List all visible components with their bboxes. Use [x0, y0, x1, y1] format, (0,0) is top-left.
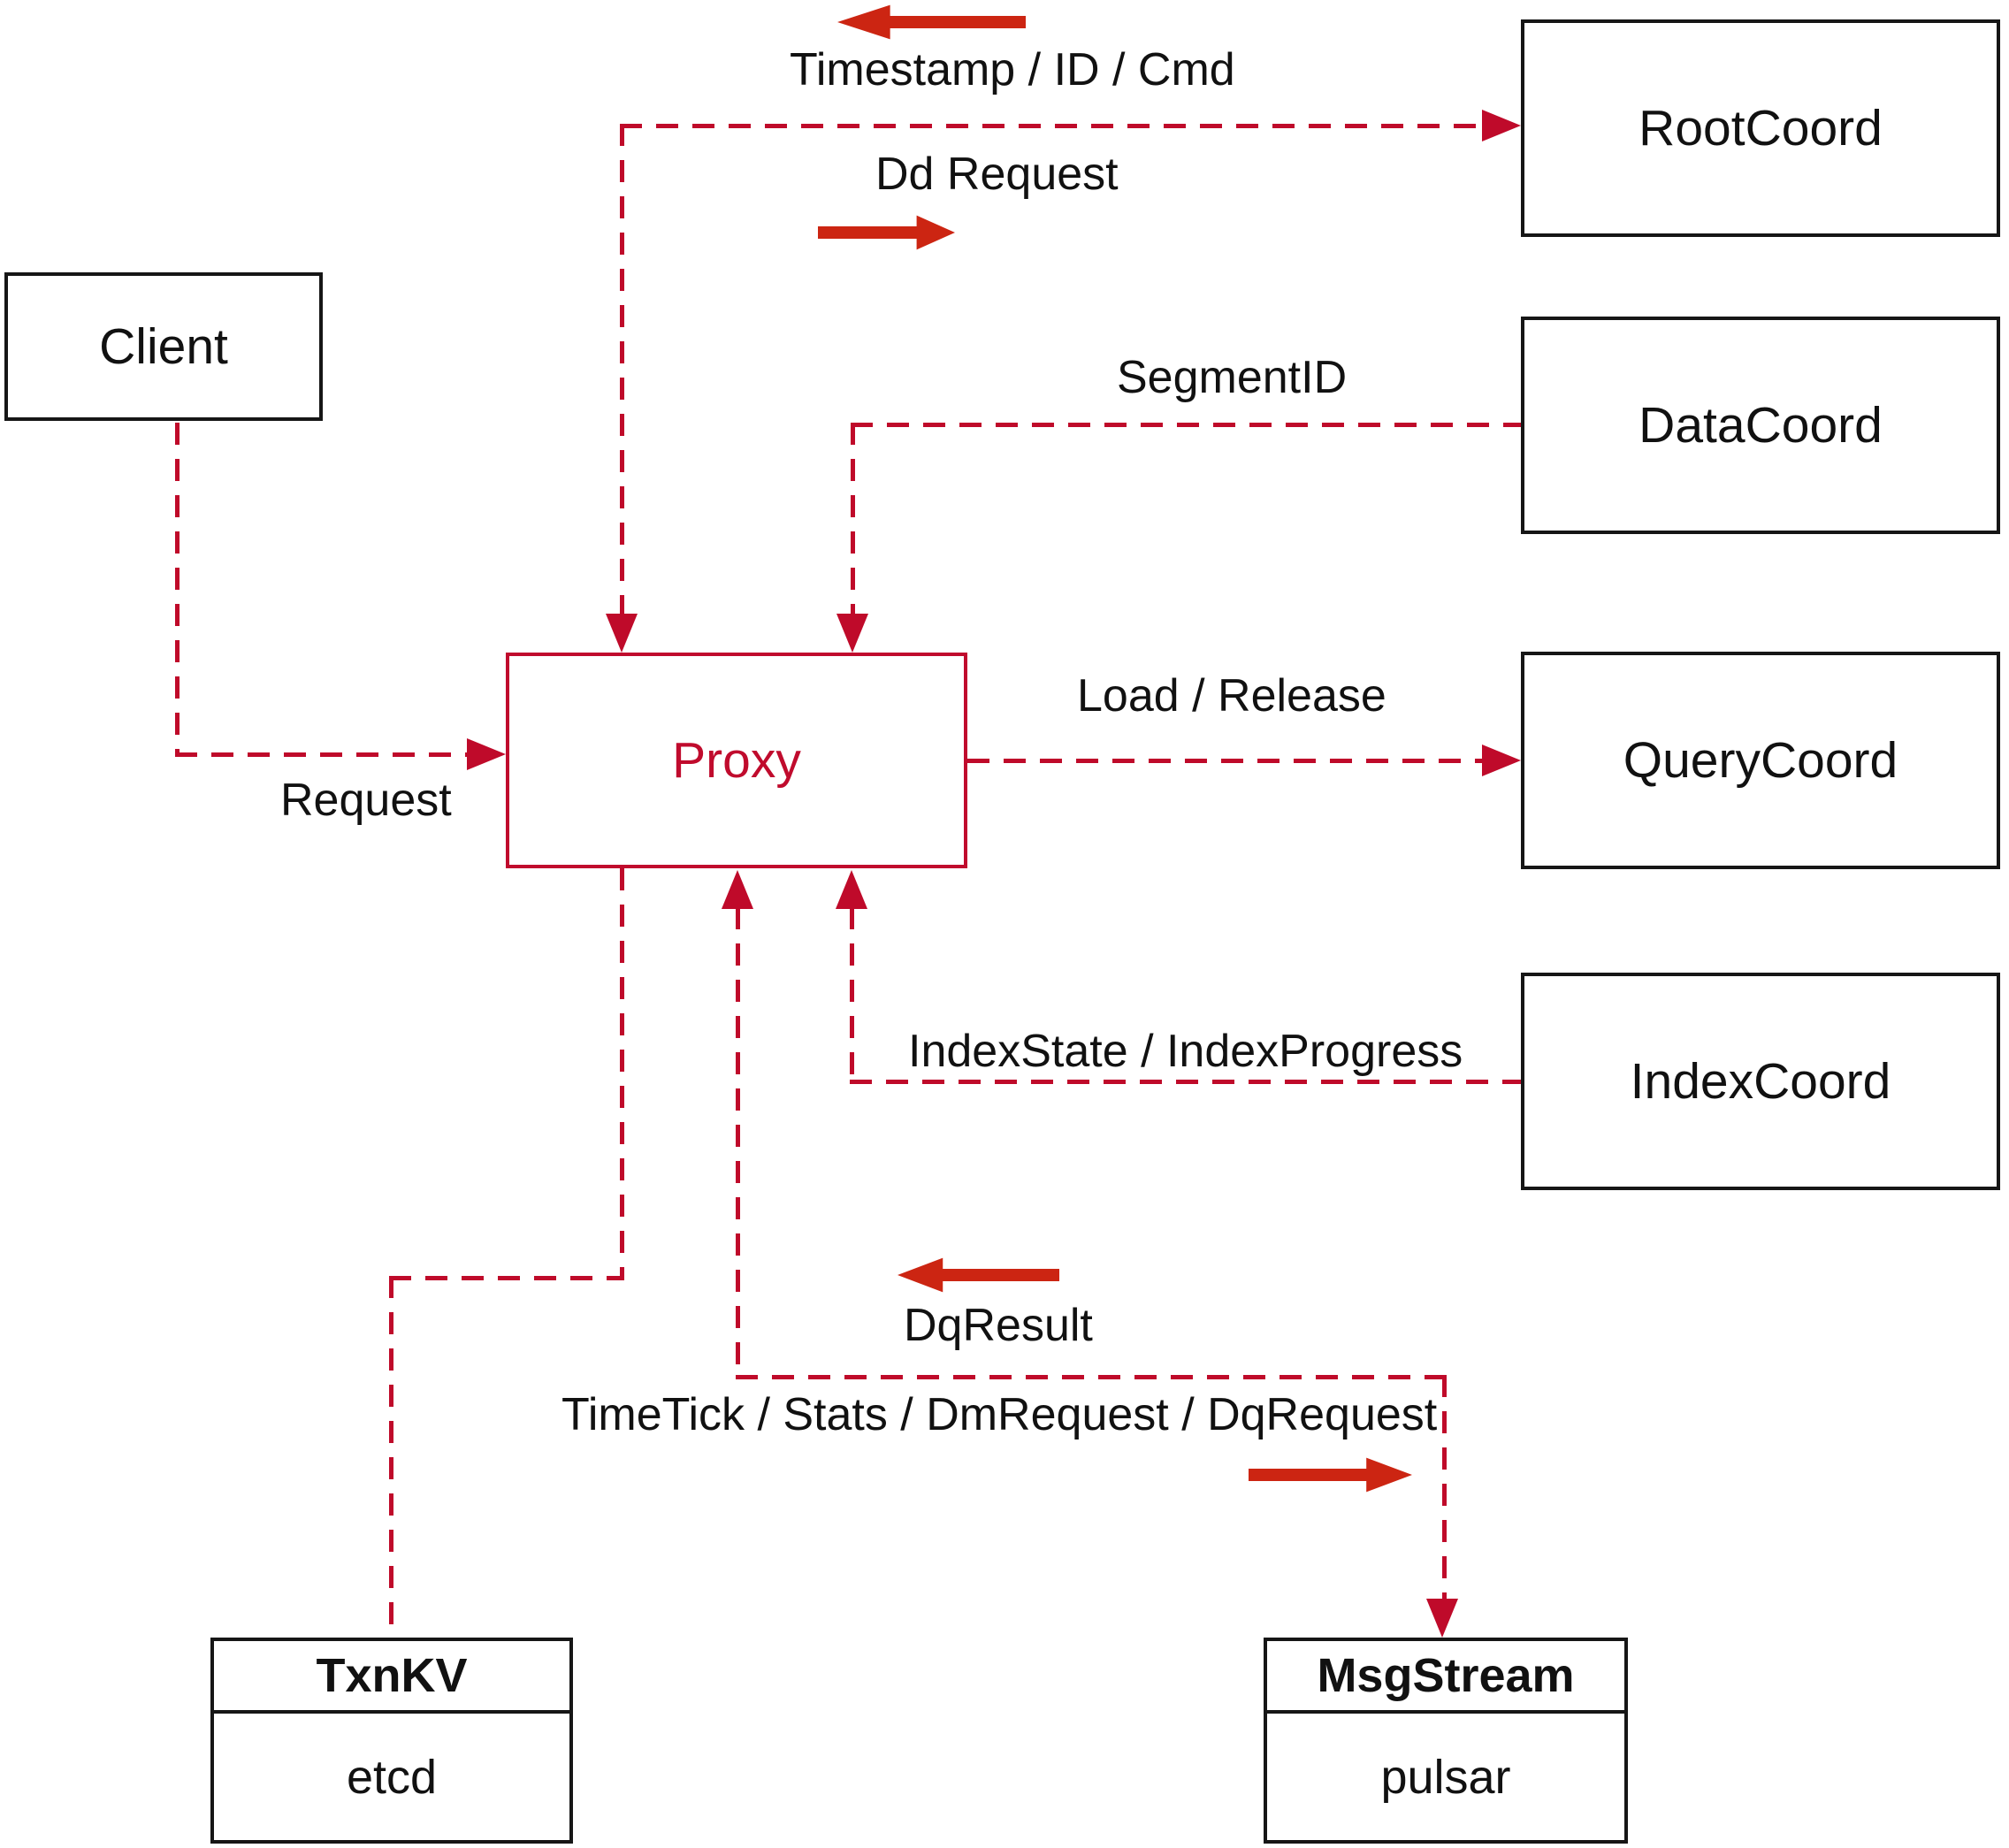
txnkv-impl: etcd — [346, 1750, 438, 1804]
dd-request-direction-arrow-icon — [818, 215, 955, 250]
edge-proxy-txnkv-vertical-upper — [620, 868, 624, 1280]
time-tick-direction-arrow-icon — [1249, 1457, 1412, 1493]
timestamp-direction-arrow-icon — [837, 4, 1026, 40]
querycoord-node: QueryCoord — [1521, 652, 2000, 869]
edge-proxy-rootcoord-vertical — [620, 124, 624, 615]
request-label: Request — [280, 775, 452, 826]
dq-result-label: DqResult — [904, 1300, 1093, 1351]
edge-proxy-msgstream-vertical-upper — [736, 907, 740, 1378]
arrowhead-into-proxy-left-icon — [467, 738, 506, 770]
querycoord-label: QueryCoord — [1623, 732, 1898, 789]
arrowhead-into-querycoord-icon — [1482, 745, 1521, 776]
rootcoord-label: RootCoord — [1639, 100, 1883, 157]
timestamp-label: Timestamp / ID / Cmd — [790, 44, 1235, 95]
load-release-label: Load / Release — [1077, 670, 1386, 722]
msgstream-node: MsgStream pulsar — [1264, 1638, 1628, 1844]
edge-proxy-rootcoord-horizontal — [620, 124, 1484, 128]
arrowhead-into-proxy-top-left-icon — [606, 614, 638, 653]
datacoord-label: DataCoord — [1639, 397, 1883, 454]
txnkv-node: TxnKV etcd — [210, 1638, 573, 1844]
dd-request-label: Dd Request — [875, 149, 1119, 200]
client-label: Client — [99, 318, 228, 375]
edge-datacoord-proxy-horizontal — [851, 423, 1521, 427]
index-state-label: IndexState / IndexProgress — [908, 1026, 1463, 1077]
client-node: Client — [4, 272, 323, 421]
datacoord-node: DataCoord — [1521, 317, 2000, 534]
msgstream-title: MsgStream — [1267, 1641, 1624, 1714]
indexcoord-label: IndexCoord — [1630, 1053, 1891, 1110]
arrowhead-into-proxy-top-right-icon — [836, 614, 868, 653]
msgstream-impl: pulsar — [1380, 1750, 1511, 1804]
arrowhead-into-rootcoord-icon — [1482, 110, 1521, 141]
txnkv-title: TxnKV — [214, 1641, 569, 1714]
edge-datacoord-proxy-vertical — [851, 423, 855, 615]
arrowhead-into-msgstream-icon — [1426, 1599, 1458, 1638]
proxy-label: Proxy — [672, 732, 801, 789]
indexcoord-node: IndexCoord — [1521, 973, 2000, 1190]
edge-indexcoord-proxy-vertical — [850, 907, 854, 1081]
dq-result-direction-arrow-icon — [898, 1257, 1059, 1293]
proxy-node: Proxy — [506, 653, 967, 868]
edge-indexcoord-proxy-horizontal — [850, 1080, 1521, 1084]
time-tick-label: TimeTick / Stats / DmRequest / DqRequest — [561, 1389, 1438, 1440]
edge-proxy-txnkv-vertical-lower — [389, 1276, 393, 1638]
arrowhead-into-proxy-bottom-right-icon — [836, 870, 867, 909]
edge-client-proxy-horizontal — [175, 752, 469, 757]
edge-client-proxy-vertical — [175, 423, 180, 754]
segment-id-label: SegmentID — [1117, 352, 1348, 403]
rootcoord-node: RootCoord — [1521, 19, 2000, 237]
edge-proxy-querycoord-horizontal — [967, 759, 1484, 763]
edge-proxy-msgstream-horizontal — [736, 1375, 1447, 1379]
edge-proxy-txnkv-horizontal — [389, 1276, 624, 1280]
arrowhead-into-proxy-bottom-icon — [722, 870, 753, 909]
edge-proxy-msgstream-vertical-lower — [1442, 1375, 1447, 1599]
